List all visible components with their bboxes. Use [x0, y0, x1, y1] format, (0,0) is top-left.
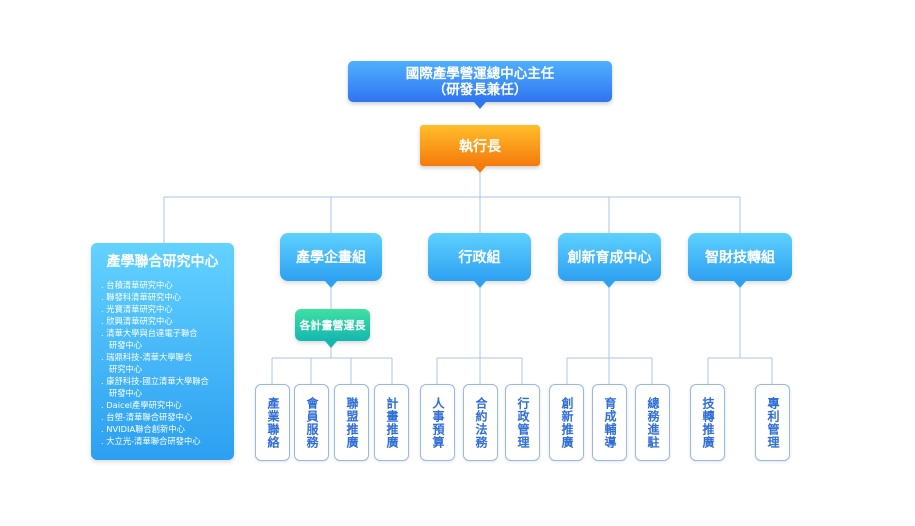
list-item: . 台塑-清華聯合研發中心 [101, 412, 193, 422]
list-item: . 聯發科清華研究中心 [101, 292, 181, 302]
ceo-pointer [474, 166, 486, 173]
list-item: . 光寶清華研究中心 [101, 304, 173, 314]
list-item: . 清華大學與台達電子聯合 [101, 328, 198, 338]
leaf-tech-transfer: 技轉推廣 [690, 384, 725, 461]
list-item: . NVIDIA聯合創新中心 [101, 424, 185, 434]
ip-group-label: 智財技轉組 [705, 250, 775, 266]
sub-pointer [325, 341, 337, 348]
planning-group-label: 產學企畫組 [296, 250, 366, 266]
list-item: . 台積清華研究中心 [101, 280, 173, 290]
leaf-innovation-promotion: 創新推廣 [549, 384, 584, 461]
leaf-contract-legal: 合約法務 [463, 384, 498, 461]
list-item: 研究中心 [101, 364, 143, 374]
leaf-incubation-coaching: 育成輔導 [592, 384, 627, 461]
project-operations-label: 各計畫營運長 [299, 319, 366, 332]
list-item: 研發中心 [101, 388, 143, 398]
admin-pointer [474, 281, 486, 288]
joint-research-center-box: 產學聯合研究中心 . 台積清華研究中心 . 聯發科清華研究中心 . 光寶清華研究… [91, 243, 234, 460]
joint-research-center-list: . 台積清華研究中心 . 聯發科清華研究中心 . 光寶清華研究中心 . 欣興清華… [91, 279, 234, 447]
top-pointer [474, 102, 486, 109]
leaf-alliance-promotion: 聯盟推廣 [334, 384, 369, 461]
list-item: . Daicel產學研究中心 [101, 400, 182, 410]
innovation-group-label: 創新育成中心 [567, 250, 652, 266]
ip-group-box: 智財技轉組 [688, 233, 792, 281]
innovation-pointer [603, 281, 615, 288]
ip-pointer [734, 281, 746, 288]
innovation-group-box: 創新育成中心 [558, 233, 661, 281]
ceo-box: 執行長 [420, 125, 540, 166]
admin-group-label: 行政組 [458, 250, 501, 266]
planning-group-box: 產學企畫組 [280, 233, 382, 281]
joint-research-center-title: 產學聯合研究中心 [106, 254, 219, 270]
general-director-title: 國際產學營運總中心主任 [405, 65, 555, 82]
general-director-subtitle: （研發長兼任） [432, 81, 528, 98]
leaf-admin-management: 行政管理 [505, 384, 540, 461]
ceo-label: 執行長 [459, 138, 501, 155]
list-item: . 瑞鼎科技-清華大學聯合 [101, 352, 193, 362]
leaf-project-promotion: 計畫推廣 [374, 384, 409, 461]
leaf-patent-management: 專利管理 [755, 384, 790, 461]
general-director-box: 國際產學營運總中心主任 （研發長兼任） [348, 61, 612, 102]
list-item: . 大立光-清華聯合研發中心 [101, 436, 201, 446]
planning-pointer [325, 281, 337, 288]
list-item: . 欣興清華研究中心 [101, 316, 173, 326]
list-item: 研發中心 [101, 340, 143, 350]
list-item: . 康舒科技-國立清華大學聯合 [101, 376, 209, 386]
leaf-member-service: 會員服務 [294, 384, 329, 461]
leaf-industry-liaison: 產業聯絡 [255, 384, 290, 461]
admin-group-box: 行政組 [428, 233, 531, 281]
leaf-personnel-budget: 人事預算 [420, 384, 455, 461]
project-operations-box: 各計畫營運長 [295, 309, 370, 341]
leaf-general-affairs: 總務進駐 [635, 384, 670, 461]
